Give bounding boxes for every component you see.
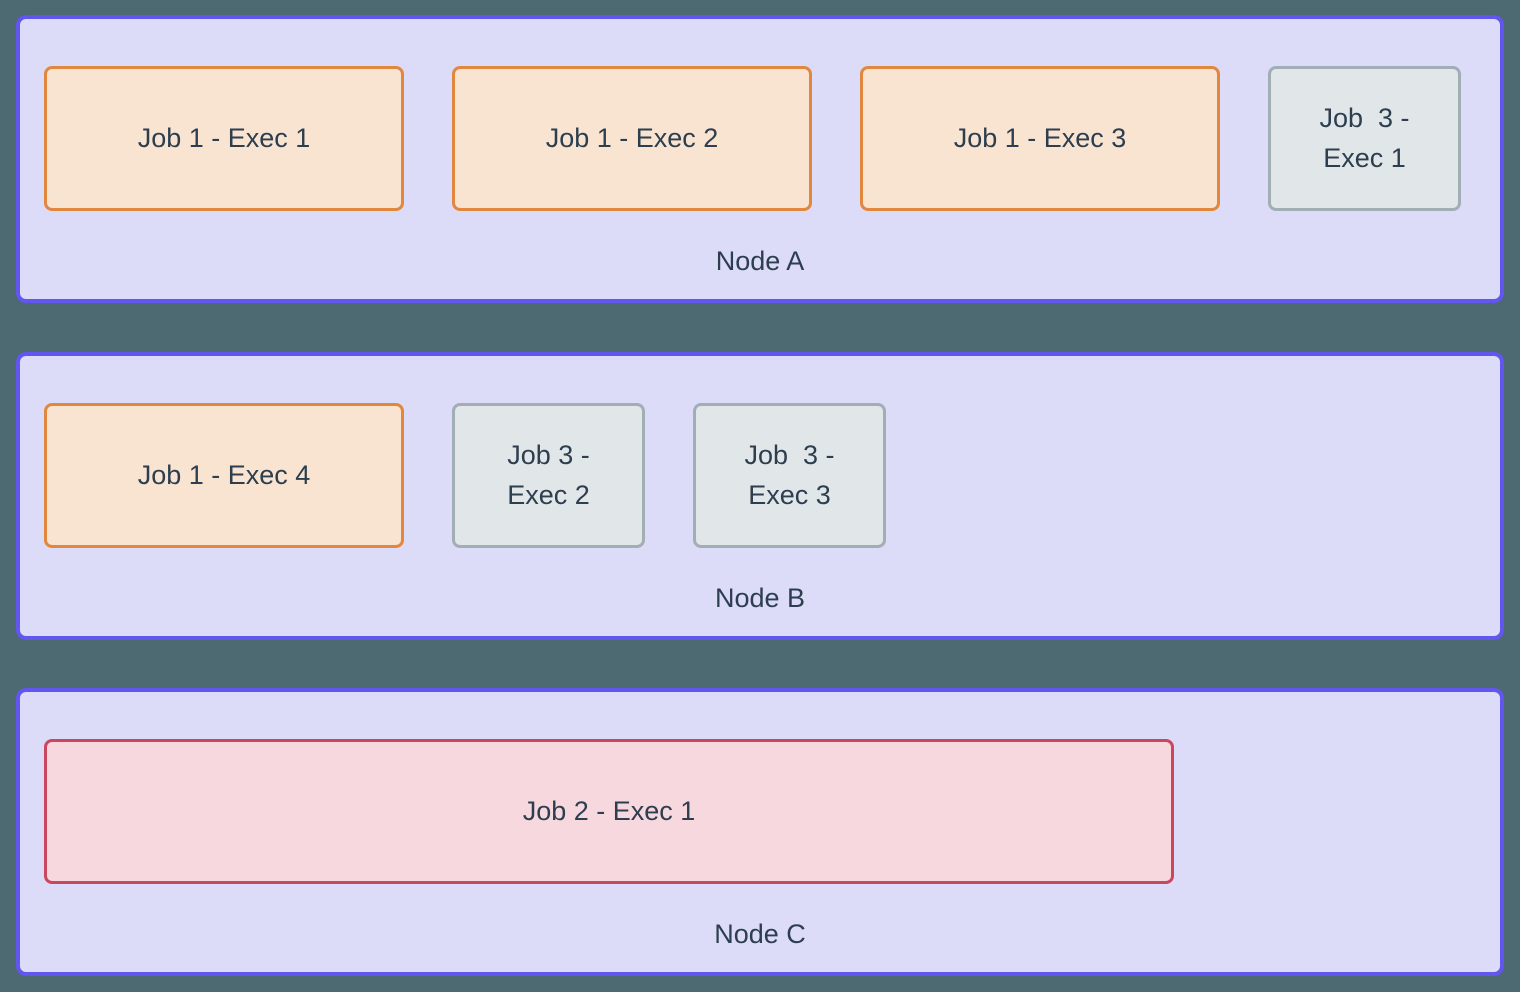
job-3-exec-2-box: Job 3 - Exec 2 <box>452 403 645 548</box>
node-b-label: Node B <box>714 583 806 613</box>
job-1-exec-3-box: Job 1 - Exec 3 <box>860 66 1220 211</box>
node-c-container: Job 2 - Exec 1 Node C <box>16 688 1504 976</box>
job-3-exec-3-box: Job 3 - Exec 3 <box>693 403 886 548</box>
node-a-container: Job 1 - Exec 1 Job 1 - Exec 2 Job 1 - Ex… <box>16 15 1504 303</box>
job-3-exec-1-box: Job 3 - Exec 1 <box>1268 66 1461 211</box>
node-c-label: Node C <box>714 919 806 949</box>
job-1-exec-1-box: Job 1 - Exec 1 <box>44 66 404 211</box>
job-1-exec-2-box: Job 1 - Exec 2 <box>452 66 812 211</box>
node-b-jobs-row: Job 1 - Exec 4 Job 3 - Exec 2 Job 3 - Ex… <box>20 356 1500 548</box>
node-c-jobs-row: Job 2 - Exec 1 <box>20 692 1500 884</box>
node-a-label: Node A <box>715 246 805 276</box>
job-1-exec-4-box: Job 1 - Exec 4 <box>44 403 404 548</box>
node-a-jobs-row: Job 1 - Exec 1 Job 1 - Exec 2 Job 1 - Ex… <box>20 19 1500 211</box>
node-b-container: Job 1 - Exec 4 Job 3 - Exec 2 Job 3 - Ex… <box>16 352 1504 640</box>
job-2-exec-1-box: Job 2 - Exec 1 <box>44 739 1174 884</box>
